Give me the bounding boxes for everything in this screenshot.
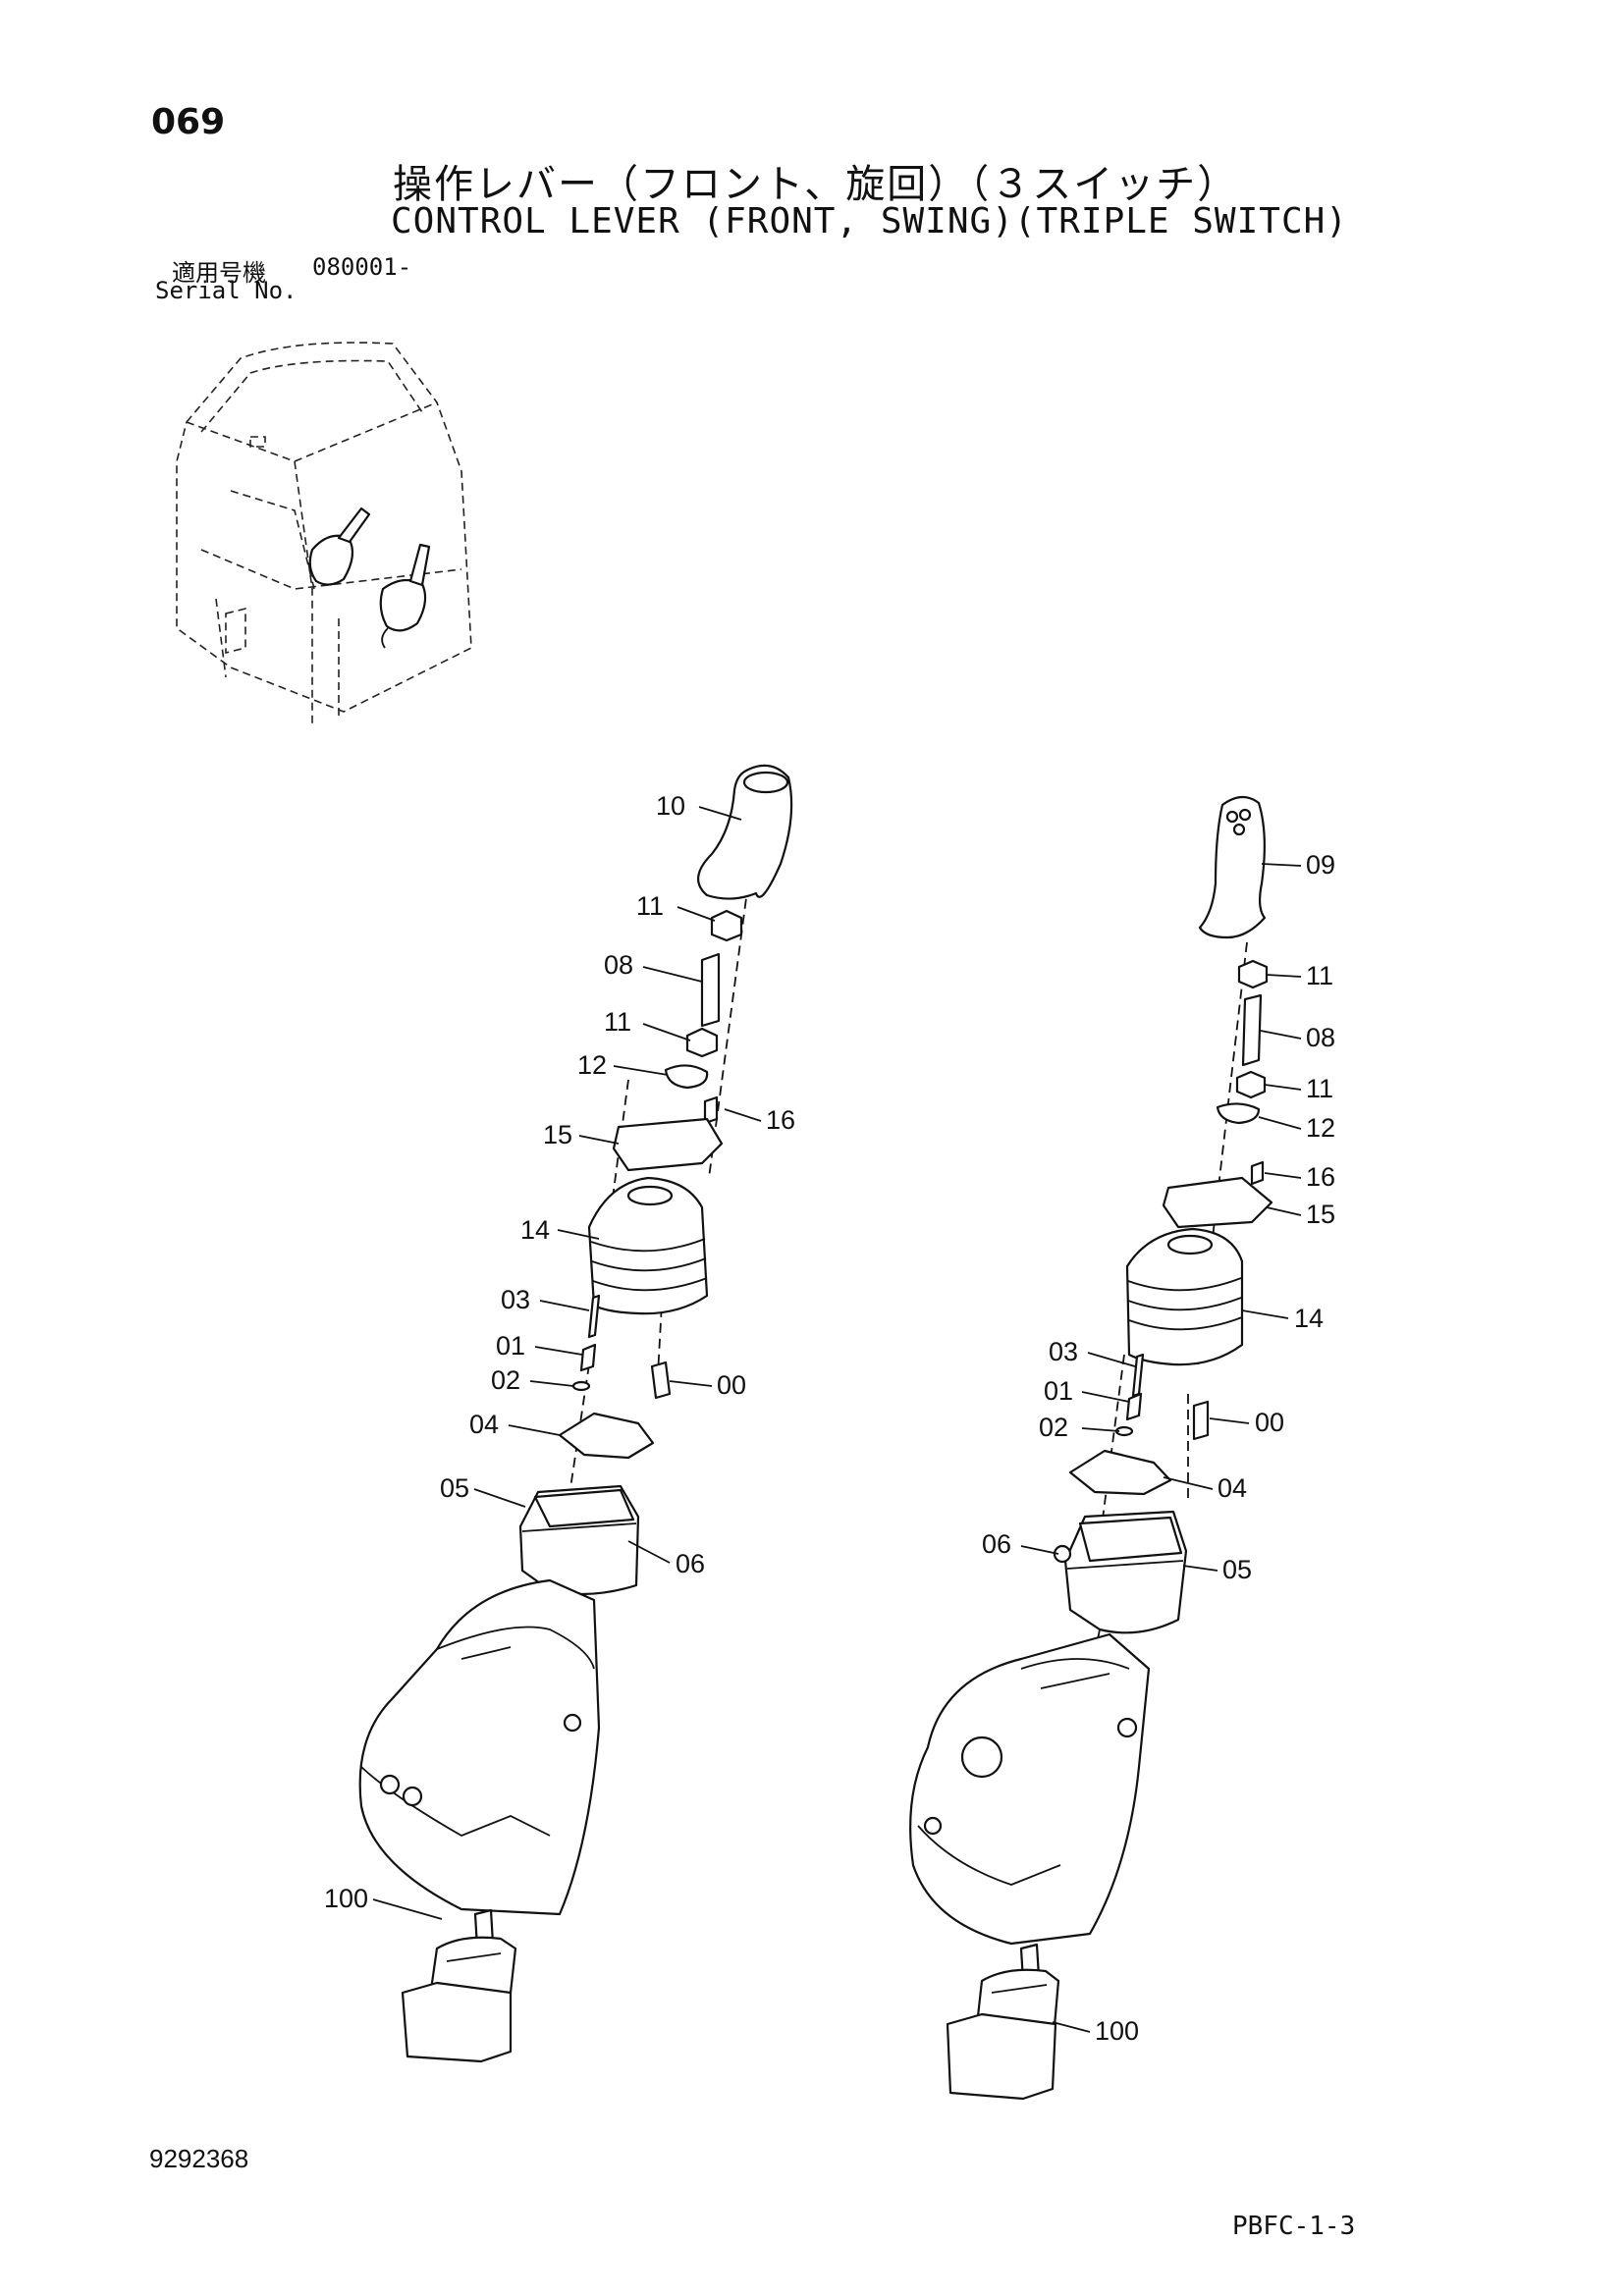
callout-14: 14 — [520, 1215, 550, 1245]
part-02-washer — [571, 1380, 591, 1392]
callout-02-right: 02 — [1039, 1413, 1068, 1442]
part-14-boot — [587, 1176, 709, 1315]
part-11-nut-upper-right — [1237, 959, 1269, 989]
part-08-spacer-right — [1241, 993, 1263, 1067]
callout-04-right: 04 — [1218, 1473, 1247, 1503]
page-title-english: CONTROL LEVER (FRONT, SWING)(TRIPLE SWIT… — [391, 201, 1348, 241]
part-00-bolt-right — [1192, 1400, 1210, 1441]
callout-05: 05 — [440, 1473, 469, 1503]
part-08-spacer — [700, 952, 721, 1028]
left-console-housing — [358, 1578, 601, 1916]
right-console-housing — [909, 1632, 1151, 1946]
callout-01: 01 — [496, 1331, 525, 1361]
callout-06-right: 06 — [982, 1529, 1011, 1559]
cab-right-joystick-icon — [379, 543, 431, 649]
left-callouts: 10 11 08 11 12 16 15 14 03 01 02 00 04 0… — [324, 791, 795, 1913]
part-12-washer-right — [1216, 1102, 1261, 1125]
cab-locator-illustration — [176, 342, 472, 726]
right-leader-lines — [1020, 863, 1302, 2033]
callout-15: 15 — [543, 1120, 572, 1149]
callout-100: 100 — [324, 1884, 368, 1913]
part-12-washer — [664, 1064, 709, 1090]
callout-16-right: 16 — [1306, 1162, 1335, 1192]
part-15-plate-right — [1162, 1176, 1273, 1229]
callout-05-right: 05 — [1222, 1555, 1252, 1584]
part-11-nut-lower — [685, 1027, 719, 1058]
callout-10: 10 — [656, 791, 685, 821]
part-00-bolt — [650, 1361, 672, 1400]
serial-label-japanese: 適用号機 — [172, 259, 266, 287]
callout-11-lower-right: 11 — [1306, 1074, 1333, 1103]
part-09-grip-triple-switch — [1198, 795, 1267, 939]
callout-09: 09 — [1306, 850, 1335, 880]
document-number: 9292368 — [149, 2144, 249, 2173]
callout-04: 04 — [469, 1410, 499, 1439]
callout-11-lower: 11 — [604, 1007, 631, 1037]
callout-11-upper-right: 11 — [1306, 961, 1333, 990]
part-16-bolt — [703, 1095, 719, 1125]
callout-08: 08 — [604, 950, 633, 980]
page-number: 069 — [151, 102, 226, 142]
callout-12-right: 12 — [1306, 1113, 1335, 1143]
part-100-pilot-valve-right — [946, 1943, 1060, 2101]
part-10-grip — [697, 764, 793, 900]
part-05-06-case — [518, 1484, 640, 1596]
callout-14-right: 14 — [1294, 1304, 1324, 1333]
callout-08-right: 08 — [1306, 1023, 1335, 1052]
callout-03: 03 — [501, 1285, 530, 1314]
serial-label-english: Serial No. — [155, 277, 298, 304]
callout-12: 12 — [577, 1050, 607, 1080]
callout-11-upper: 11 — [636, 891, 664, 921]
part-16-bolt-right — [1250, 1160, 1265, 1186]
part-11-nut-lower-right — [1235, 1070, 1267, 1099]
page-title-japanese: 操作レバー（フロント、旋回）（３スイッチ） — [393, 162, 1239, 207]
part-03-pin-right — [1131, 1353, 1145, 1398]
callout-03-right: 03 — [1049, 1337, 1078, 1366]
part-01-collar-right — [1125, 1392, 1143, 1421]
part-01-collar — [579, 1343, 597, 1372]
callout-15-right: 15 — [1306, 1200, 1335, 1229]
part-100-pilot-valve — [401, 1908, 517, 2063]
callout-16: 16 — [766, 1105, 795, 1135]
left-lever-assembly — [358, 764, 793, 2063]
part-14-boot-right — [1125, 1227, 1244, 1366]
callout-02: 02 — [491, 1365, 520, 1395]
callout-06: 06 — [676, 1549, 705, 1578]
part-11-nut-upper — [710, 909, 743, 942]
part-15-plate — [612, 1117, 724, 1172]
callout-01-right: 01 — [1044, 1376, 1073, 1406]
part-04-bracket — [558, 1412, 655, 1460]
cab-left-joystick-icon — [308, 507, 371, 586]
callout-100-right: 100 — [1095, 2016, 1139, 2046]
callout-00-right: 00 — [1255, 1408, 1284, 1437]
right-callouts: 09 11 08 11 12 16 15 14 03 01 02 00 04 0… — [982, 850, 1335, 2046]
left-leader-lines — [372, 806, 762, 1920]
part-04-bracket-right — [1068, 1449, 1172, 1496]
right-lever-assembly — [909, 795, 1273, 2101]
part-03-pin — [587, 1294, 601, 1339]
page-code: PBFC-1-3 — [1232, 2212, 1356, 2241]
serial-value: 080001- — [312, 253, 412, 281]
part-05-06-case-right — [1053, 1510, 1188, 1634]
callout-00: 00 — [717, 1370, 746, 1400]
